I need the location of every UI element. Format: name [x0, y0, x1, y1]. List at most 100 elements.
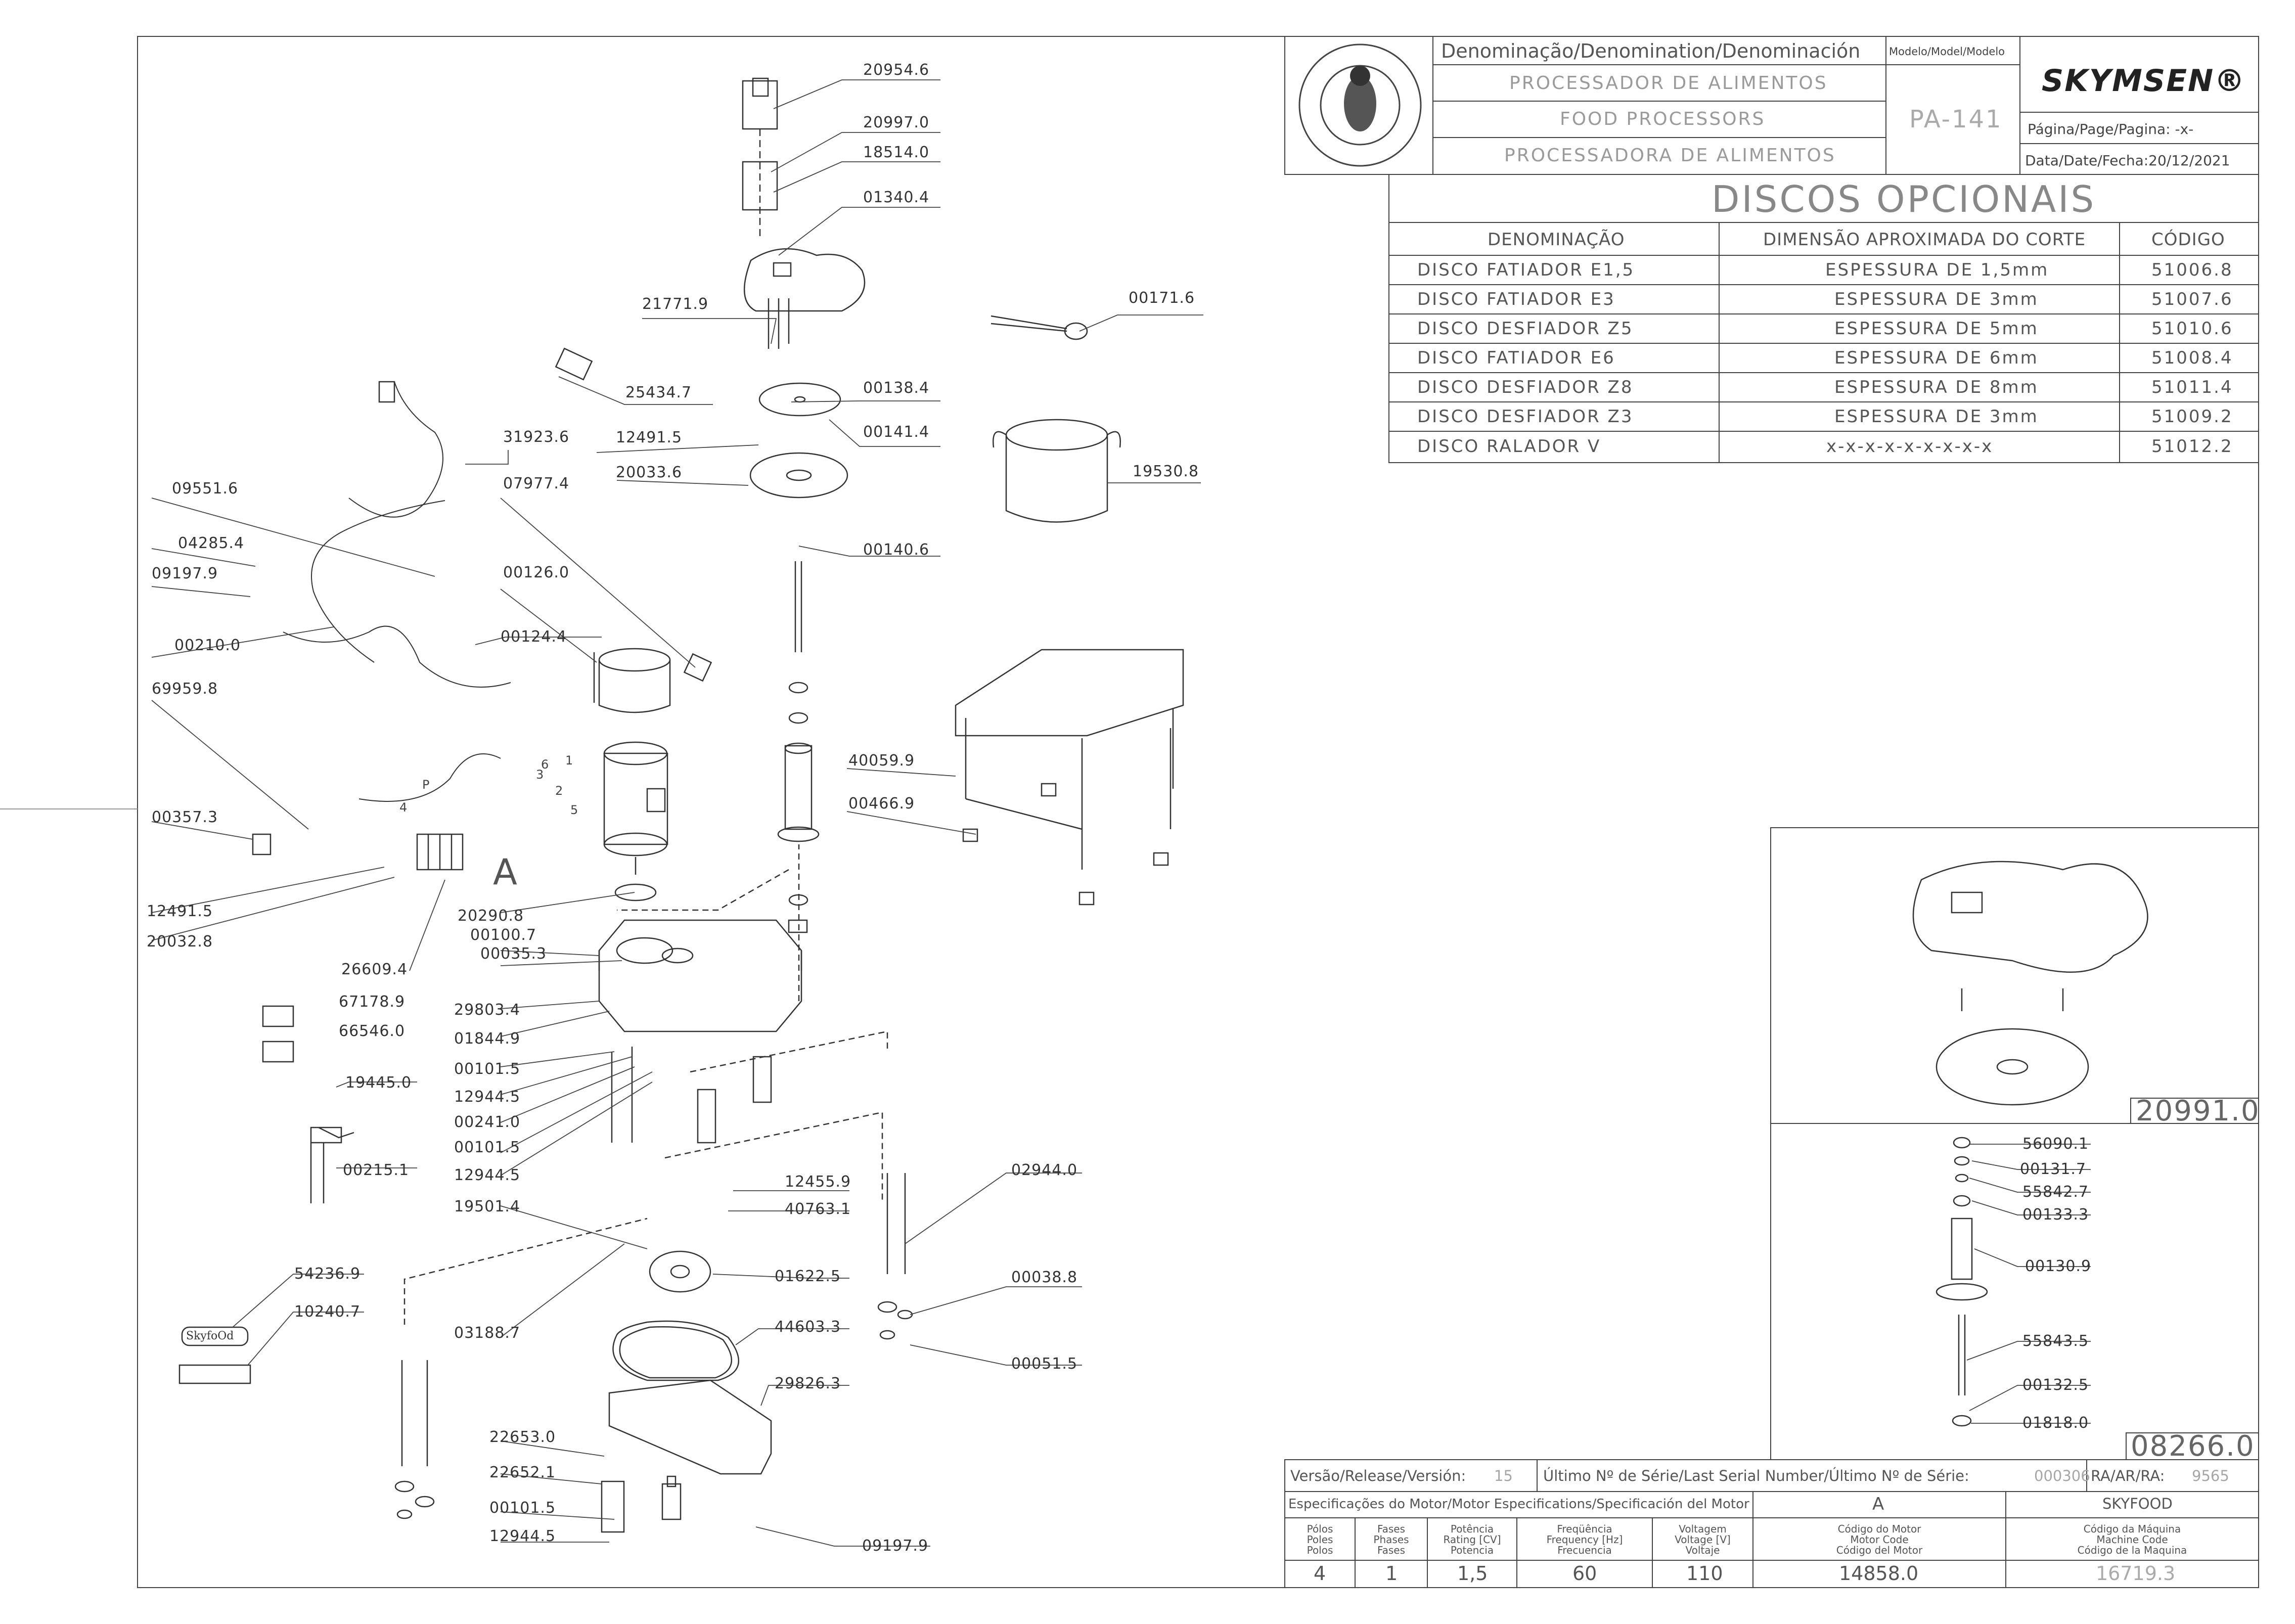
- detail-bottom-code: 08266.0: [2131, 1430, 2255, 1463]
- part-label: 69959.8: [152, 680, 218, 698]
- detail-part-label: 01818.0: [2022, 1414, 2089, 1432]
- model-value: PA-141: [1909, 105, 2003, 133]
- spec-header-rating: Potência Rating [CV] Potencia: [1443, 1523, 1501, 1556]
- part-label: 03188.7: [454, 1324, 521, 1342]
- part-label: 20290.8: [458, 907, 524, 925]
- part-label: 00140.6: [863, 541, 930, 559]
- part-label: 12491.5: [147, 903, 213, 920]
- date-label: Data/Date/Fecha:20/12/2021: [2025, 152, 2230, 169]
- discs-table-frame: [1388, 174, 2259, 463]
- part-label: 00038.8: [1011, 1269, 1078, 1286]
- part-label: 19530.8: [1133, 463, 1199, 480]
- disc-name: DISCO FATIADOR E3: [1417, 289, 1615, 309]
- spec-machine-code: 16719.3: [2096, 1562, 2176, 1585]
- disc-code: 51007.6: [2151, 289, 2233, 309]
- detail-part-label: 56090.1: [2022, 1135, 2089, 1153]
- part-label: 02944.0: [1011, 1161, 1078, 1179]
- discs-col-name: DENOMINAÇÃO: [1488, 230, 1625, 250]
- part-label: 00171.6: [1129, 289, 1195, 307]
- footer-block: [1284, 1459, 2259, 1588]
- part-label: 29803.4: [454, 1001, 521, 1019]
- denomination-header: Denominação/Denomination/Denominación: [1441, 40, 1861, 62]
- part-label: 25434.7: [625, 384, 692, 401]
- part-label: 00126.0: [503, 564, 570, 581]
- detail-part-label: 55842.7: [2022, 1183, 2089, 1201]
- part-label: 04285.4: [178, 534, 245, 552]
- part-label: 20032.8: [147, 933, 213, 951]
- part-label: 00101.5: [489, 1499, 556, 1517]
- detail-drawings: [1912, 861, 2148, 1427]
- ra-label: RA/AR/RA:: [2091, 1467, 2165, 1484]
- part-label: 44603.3: [775, 1318, 841, 1336]
- sheet-border: [137, 36, 2259, 1588]
- disc-code: 51006.8: [2151, 260, 2233, 280]
- version-value: 15: [1494, 1467, 1513, 1484]
- wire-number: 2: [555, 784, 563, 798]
- wire-number: 6: [541, 757, 549, 772]
- part-label: 10240.7: [294, 1303, 361, 1321]
- spec-header-machine-code: Código da Máquina Machine Code Código de…: [2077, 1523, 2187, 1556]
- disc-name: DISCO DESFIADOR Z8: [1417, 377, 1634, 397]
- part-label: 00141.4: [863, 423, 930, 441]
- disc-code: 51012.2: [2151, 436, 2233, 457]
- brand-label: SKYFOOD: [2102, 1495, 2173, 1512]
- name-english: FOOD PROCESSORS: [1560, 109, 1766, 129]
- part-label: 00357.3: [152, 808, 218, 826]
- discs-col-dimension: DIMENSÃO APROXIMADA DO CORTE: [1763, 230, 2086, 250]
- part-label: 12455.9: [785, 1173, 851, 1191]
- part-label: 00215.1: [343, 1161, 410, 1179]
- part-label: 00241.0: [454, 1113, 521, 1131]
- part-label: 00101.5: [454, 1139, 521, 1156]
- part-label: 22652.1: [489, 1464, 556, 1481]
- discs-title: DISCOS OPCIONAIS: [1712, 178, 2096, 220]
- disc-dimension: ESPESSURA DE 3mm: [1834, 289, 2039, 309]
- disc-dimension: ESPESSURA DE 5mm: [1834, 319, 2039, 339]
- part-label: 01844.9: [454, 1030, 521, 1048]
- spec-header-motor-code: Código do Motor Motor Code Código del Mo…: [1836, 1523, 1923, 1556]
- detail-part-label: 00131.7: [2020, 1160, 2087, 1178]
- ra-value: 9565: [2192, 1467, 2229, 1484]
- wire-p-marker: P: [422, 778, 430, 792]
- spec-header-phases: Fases Phases Fases: [1373, 1523, 1409, 1556]
- disc-dimension: ESPESSURA DE 8mm: [1834, 377, 2039, 397]
- part-label: 00100.7: [470, 926, 537, 944]
- spec-phases: 1: [1385, 1562, 1398, 1585]
- part-label: 67178.9: [339, 993, 406, 1011]
- detail-part-label: 00130.9: [2025, 1257, 2092, 1275]
- spec-voltage: 110: [1686, 1562, 1723, 1585]
- detail-box-top: [1770, 827, 2259, 1124]
- part-label: 12944.5: [454, 1166, 521, 1184]
- page-label: Página/Page/Pagina: -x-: [2028, 121, 2194, 138]
- disc-name: DISCO FATIADOR E1,5: [1417, 260, 1635, 280]
- part-label: 00466.9: [848, 795, 915, 813]
- part-label: 09197.9: [862, 1537, 929, 1555]
- spec-header-frequency: Freqüência Frequency [Hz] Frecuencia: [1546, 1523, 1623, 1556]
- part-label: 20033.6: [616, 464, 683, 481]
- part-label: 20954.6: [863, 61, 930, 79]
- part-label: 09197.9: [152, 565, 218, 582]
- part-label: 54236.9: [294, 1265, 361, 1283]
- part-label: 29826.3: [775, 1375, 841, 1392]
- disc-dimension: ESPESSURA DE 6mm: [1834, 348, 2039, 368]
- part-label: 00051.5: [1011, 1355, 1078, 1373]
- disc-dimension: ESPESSURA DE 1,5mm: [1825, 260, 2049, 280]
- part-label: 01340.4: [863, 189, 930, 206]
- leader-lines: [151, 79, 2091, 1547]
- spec-header-voltage: Voltagem Voltage [V] Voltaje: [1675, 1523, 1731, 1556]
- disc-code: 51010.6: [2151, 319, 2233, 339]
- motor-letter: A: [1872, 1494, 1884, 1514]
- part-label: 09551.6: [172, 480, 239, 498]
- part-label: 31923.6: [503, 428, 570, 446]
- part-label: 21771.9: [642, 295, 709, 313]
- spec-rating: 1,5: [1457, 1562, 1488, 1585]
- disc-code: 51011.4: [2151, 377, 2233, 397]
- disc-dimension: ESPESSURA DE 3mm: [1834, 407, 2039, 427]
- version-label: Versão/Release/Versión:: [1290, 1467, 1466, 1484]
- disc-code: 51009.2: [2151, 407, 2233, 427]
- part-label: 12944.5: [489, 1527, 556, 1545]
- motor-spec-label: Especificações do Motor/Motor Especifica…: [1288, 1497, 1749, 1512]
- part-label: 12491.5: [616, 429, 683, 446]
- detail-part-label: 55843.5: [2022, 1332, 2089, 1350]
